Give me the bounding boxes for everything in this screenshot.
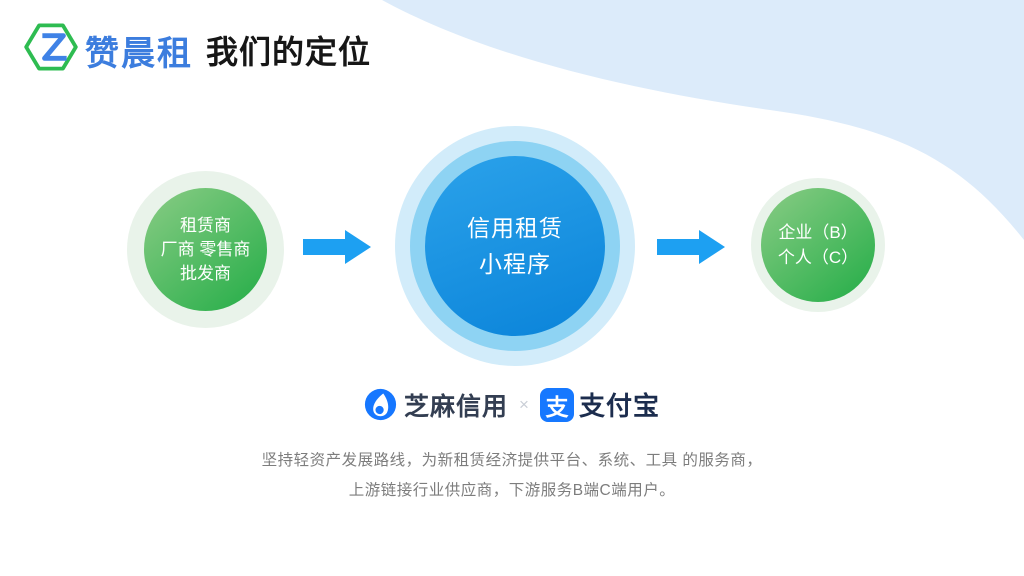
- platform-line-1: 信用租赁: [467, 215, 563, 241]
- customers-line-2: 个人（C）: [777, 248, 859, 267]
- right-arrow-icon: [303, 230, 371, 264]
- source-line-1: 租赁商: [180, 215, 231, 235]
- alipay-label: 支付宝: [578, 391, 660, 421]
- right-arrow-icon: [657, 230, 725, 264]
- alipay-icon: 支: [539, 387, 574, 422]
- customers-circle: 企业（B） 个人（C）: [761, 188, 875, 302]
- zhima-credit-icon: [364, 388, 397, 421]
- description-paragraph: 坚持轻资产发展路线，为新租赁经济提供平台、系统、工具 的服务商， 上游链接行业供…: [0, 446, 1024, 506]
- zhima-credit-label: 芝麻信用: [404, 392, 509, 421]
- platform-circle: 信用租赁 小程序: [425, 156, 605, 336]
- company-logo-text: 赞晨租: [85, 35, 193, 73]
- source-circle: 租赁商 厂商 零售商 批发商: [144, 188, 267, 311]
- company-logo-icon: [24, 23, 78, 71]
- source-line-2: 厂商 零售商: [160, 239, 251, 259]
- description-line-1: 坚持轻资产发展路线，为新租赁经济提供平台、系统、工具 的服务商，: [261, 452, 763, 469]
- source-line-3: 批发商: [180, 263, 231, 283]
- customers-line-1: 企业（B）: [778, 223, 858, 242]
- times-separator: ×: [519, 394, 529, 414]
- platform-line-2: 小程序: [479, 251, 551, 277]
- page-title: 我们的定位: [206, 34, 372, 70]
- description-line-2: 上游链接行业供应商，下游服务B端C端用户。: [348, 482, 676, 499]
- partner-logos-row: 芝麻信用 × 支 支付宝: [0, 386, 1024, 423]
